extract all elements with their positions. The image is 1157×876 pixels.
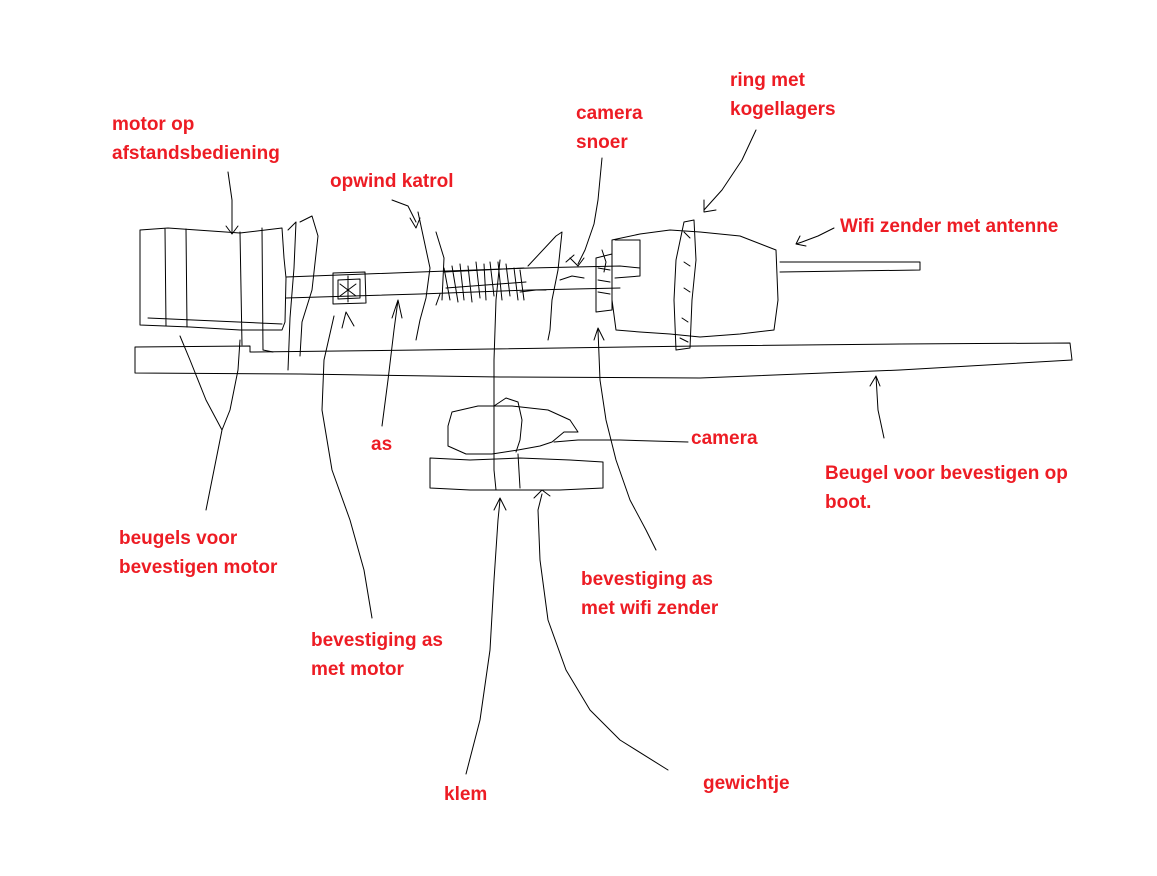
reel-guides [435,254,585,306]
reel-left-flange [415,211,445,341]
clamp-jaw [493,399,521,491]
clamp [429,457,604,491]
pointer-beugel-boot [869,375,885,439]
wifi-housing [611,229,779,338]
camera-cord-upper [493,259,501,401]
label-clamp: klem [444,784,488,805]
pointer-snoer [569,157,603,267]
pointer-motor [225,171,239,235]
label-wifi-transmitter: Wifi zender met antenne [840,216,1059,237]
label-winding-reel: opwind katrol [330,171,454,192]
label-axle: as [371,434,393,455]
label-axle-motor-mount: bevestiging as met motor [311,630,443,680]
motor-coupling [332,271,367,305]
label-bearing-ring: ring met kogellagers [730,70,836,120]
pointer-as [381,299,403,427]
pointer-gewicht [533,489,669,771]
pointer-ring [703,129,757,213]
boat-bracket-beam [134,342,1073,379]
pointer-wifi [795,227,835,247]
label-camera-cord: camera snoer [576,103,643,153]
label-weight: gewichtje [703,773,790,794]
pointer-klem [465,497,507,775]
wifi-coupling [595,249,613,313]
pointer-camera [553,439,689,443]
axle-cap [614,239,641,279]
label-axle-wifi-mount: bevestiging as met wifi zender [581,569,719,619]
label-motor-brackets: beugels voor bevestigen motor [119,528,278,578]
camera-lens [493,397,523,453]
motor-body-lines [147,227,283,353]
pointer-beugels-motor [179,335,241,511]
pointer-bev-wifi [593,327,657,551]
wifi-antenna [779,261,921,273]
reel-right-flange [527,231,563,341]
axle-bottom [285,287,621,299]
axle-top [285,265,641,278]
bearing-ring [673,219,697,351]
pointer-bev-motor [321,311,373,619]
reel-coil [443,261,527,303]
camera-body [447,405,579,455]
pointer-katrol [391,199,421,229]
label-boat-bracket: Beugel voor bevestigen op boot. [825,463,1068,513]
motor-bracket-right [299,215,319,357]
label-camera: camera [691,428,758,449]
label-motor-remote: motor op afstandsbediening [112,114,280,164]
motor-body [139,227,287,331]
motor-bracket-left [287,221,297,371]
